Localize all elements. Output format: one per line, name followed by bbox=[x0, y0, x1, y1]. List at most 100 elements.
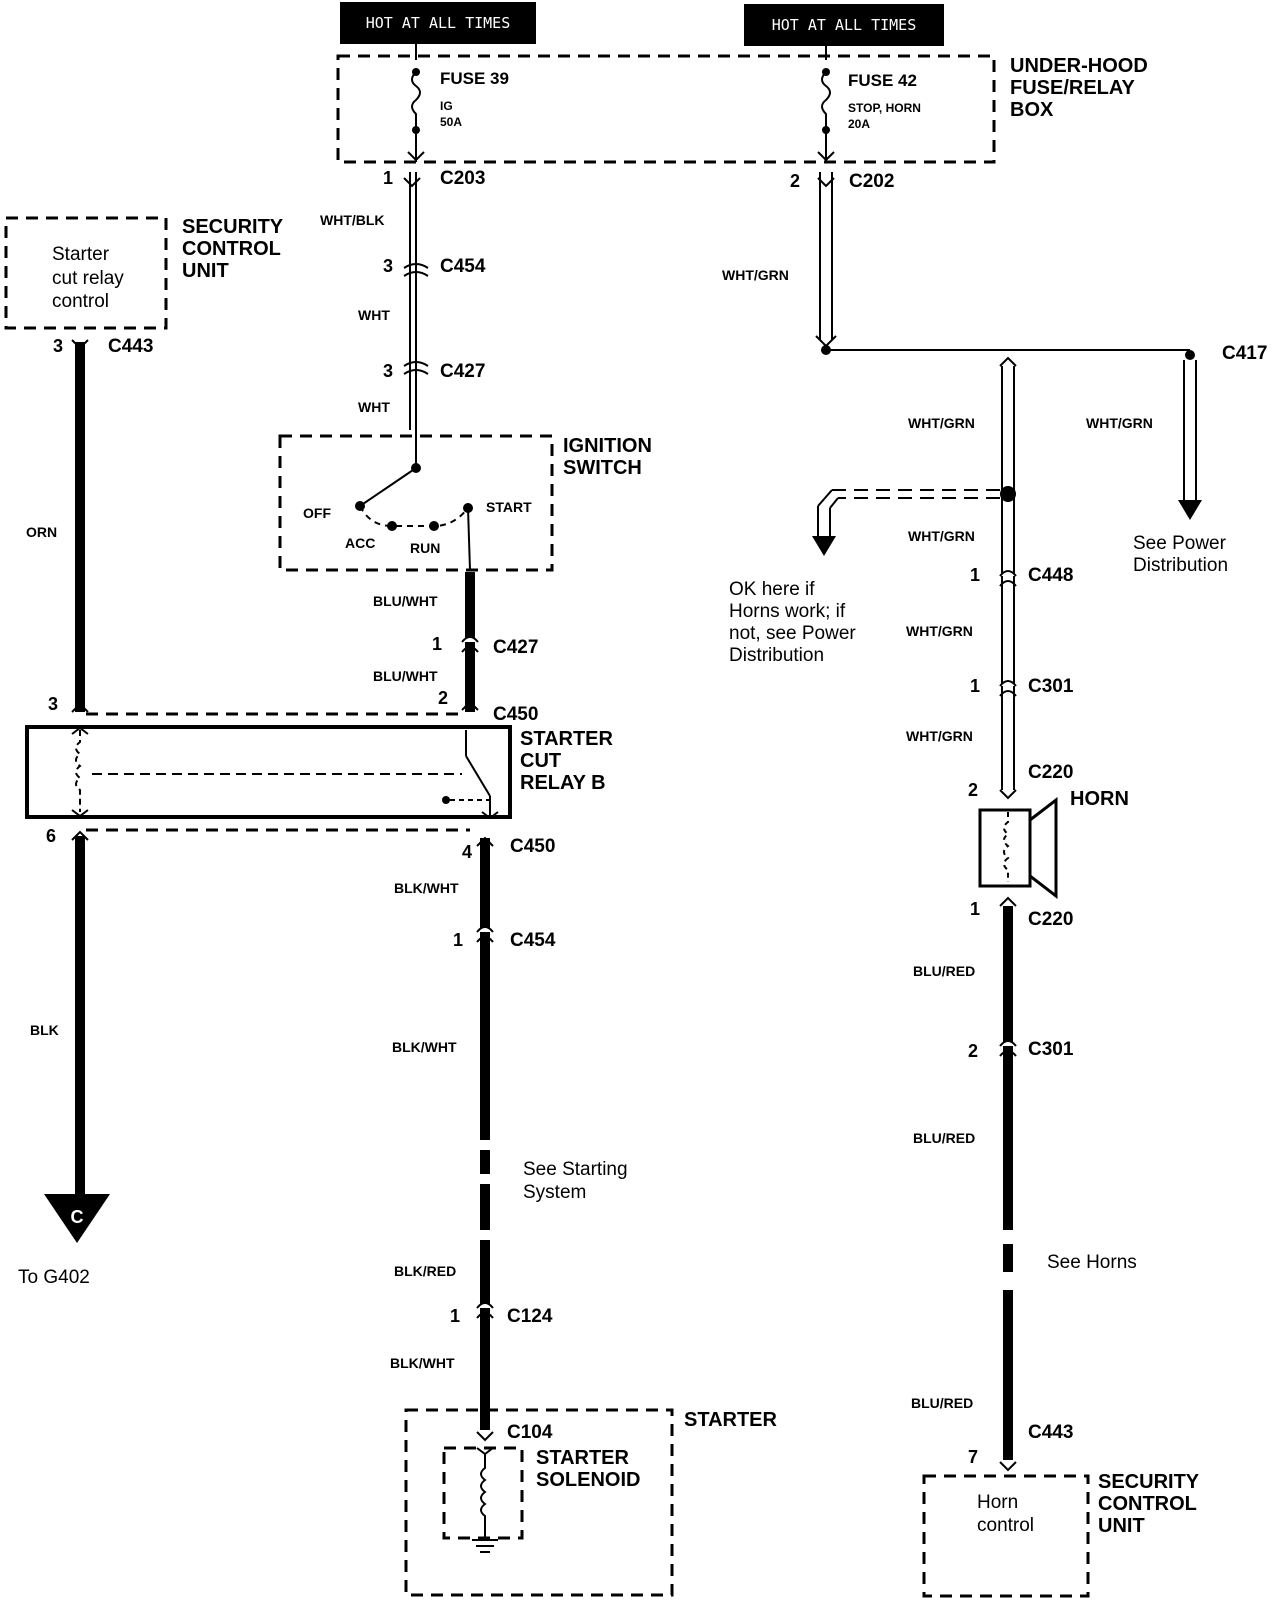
wire-label-wht-grn-4: WHT/GRN bbox=[908, 528, 975, 544]
ignition-switch-contacts bbox=[355, 436, 473, 571]
fuse39-rating: 50A bbox=[440, 115, 462, 129]
connector-c202: C202 bbox=[849, 171, 894, 192]
fuse-box-title-1: UNDER-HOOD bbox=[1010, 55, 1148, 77]
fuse-box-title-3: BOX bbox=[1010, 99, 1054, 121]
fuse-box-title-2: FUSE/RELAY bbox=[1010, 77, 1136, 99]
wire-label-wht-grn-2: WHT/GRN bbox=[908, 415, 975, 431]
security-unit-bottom-box bbox=[922, 1474, 1090, 1598]
pin-c203: 1 bbox=[383, 168, 393, 188]
ignition-title-1: IGNITION bbox=[563, 435, 652, 457]
connector-c301b: C301 bbox=[1028, 1039, 1074, 1060]
wire-label-wht-2: WHT bbox=[358, 399, 390, 415]
connector-c443b: C443 bbox=[1028, 1422, 1073, 1443]
pin-c448: 1 bbox=[970, 565, 980, 585]
relay-title-1: STARTER bbox=[520, 728, 614, 750]
ok-here-4: Distribution bbox=[729, 645, 824, 666]
wire-label-wht-grn-6: WHT/GRN bbox=[906, 728, 973, 744]
pin-c443a: 3 bbox=[53, 336, 63, 356]
wire-label-wht-grn-1: WHT/GRN bbox=[722, 267, 789, 283]
pin-c454a: 3 bbox=[383, 256, 393, 276]
wire-blu-wht bbox=[461, 572, 479, 712]
wire-label-wht-grn-3: WHT/GRN bbox=[1086, 415, 1153, 431]
see-horns: See Horns bbox=[1047, 1252, 1137, 1273]
security-bottom-inner-1: Horn bbox=[977, 1492, 1018, 1513]
wire-label-orn: ORN bbox=[26, 524, 57, 540]
security-top-inner-3: control bbox=[52, 291, 109, 312]
hot-label-left: HOT AT ALL TIMES bbox=[366, 14, 511, 32]
security-bottom-inner-2: control bbox=[977, 1515, 1034, 1536]
pin-c301b: 2 bbox=[968, 1041, 978, 1061]
wire-label-blu-red-3: BLU/RED bbox=[911, 1395, 973, 1411]
starter-solenoid-box bbox=[442, 1446, 524, 1540]
ignition-title-2: SWITCH bbox=[563, 457, 642, 479]
branch-power-distribution bbox=[1178, 350, 1202, 520]
security-bottom-title-3: UNIT bbox=[1098, 1515, 1145, 1537]
connector-c427b: C427 bbox=[493, 637, 538, 658]
wire-label-blu-wht-2: BLU/WHT bbox=[373, 668, 438, 684]
security-top-title-2: CONTROL bbox=[182, 238, 281, 260]
connector-c450a: C450 bbox=[493, 704, 538, 725]
ignition-pos-off: OFF bbox=[303, 505, 331, 521]
relay-title-2: CUT bbox=[520, 750, 561, 772]
connector-c417: C417 bbox=[1222, 343, 1267, 364]
ok-here-2: Horns work; if bbox=[729, 601, 846, 622]
pin-c427a: 3 bbox=[383, 361, 393, 381]
relay-switch bbox=[442, 730, 499, 820]
pin-c450-6: 6 bbox=[46, 826, 56, 846]
relay-coil bbox=[71, 726, 462, 818]
horn-title: HORN bbox=[1070, 788, 1129, 810]
fuse-42: FUSE 42 STOP, HORN 20A bbox=[817, 68, 921, 162]
pin-c124: 1 bbox=[450, 1306, 460, 1326]
wire-label-wht-grn-5: WHT/GRN bbox=[906, 623, 973, 639]
ignition-pos-run: RUN bbox=[410, 540, 440, 556]
pin-c450-2: 2 bbox=[438, 688, 448, 708]
wire-label-wht-blk: WHT/BLK bbox=[320, 212, 385, 228]
pin-c450-4: 4 bbox=[462, 842, 472, 862]
security-top-title-1: SECURITY bbox=[182, 216, 284, 238]
relay-title-3: RELAY B bbox=[520, 772, 606, 794]
pin-c202: 2 bbox=[790, 171, 800, 191]
see-power-right-2: Distribution bbox=[1133, 555, 1228, 576]
connector-c450b: C450 bbox=[510, 836, 555, 857]
connector-c443a: C443 bbox=[108, 336, 153, 357]
see-starting-2: System bbox=[523, 1182, 586, 1203]
to-g402: To G402 bbox=[18, 1267, 90, 1288]
hot-badge-left: HOT AT ALL TIMES bbox=[340, 2, 536, 44]
connector-c454a: C454 bbox=[440, 256, 486, 277]
fuse-relay-box bbox=[336, 54, 996, 164]
hot-label-right: HOT AT ALL TIMES bbox=[772, 16, 917, 34]
starter-title: STARTER bbox=[684, 1409, 778, 1431]
security-top-title-3: UNIT bbox=[182, 260, 229, 282]
connector-c427a: C427 bbox=[440, 361, 485, 382]
security-top-inner-1: Starter bbox=[52, 244, 110, 265]
connector-c454b: C454 bbox=[510, 930, 556, 951]
wire-label-blk-red: BLK/RED bbox=[394, 1263, 456, 1279]
wire-ignition-feed bbox=[403, 172, 429, 440]
pin-c450-3: 3 bbox=[48, 694, 58, 714]
connector-c220b: C220 bbox=[1028, 909, 1073, 930]
connector-c104: C104 bbox=[507, 1422, 553, 1443]
solenoid-title-2: SOLENOID bbox=[536, 1469, 640, 1491]
wire-blk bbox=[71, 830, 89, 1196]
fuse-box-title: UNDER-HOOD FUSE/RELAY BOX bbox=[1010, 55, 1148, 121]
wire-label-blu-red-2: BLU/RED bbox=[913, 1130, 975, 1146]
ground-arrow: C bbox=[44, 1194, 110, 1243]
fuse39-name: FUSE 39 bbox=[440, 69, 509, 88]
security-top-inner-2: cut relay bbox=[52, 268, 124, 289]
ignition-pos-start: START bbox=[486, 499, 532, 515]
fuse42-sub: STOP, HORN bbox=[848, 101, 921, 115]
wire-orn bbox=[71, 339, 89, 713]
pin-c220b: 1 bbox=[970, 899, 980, 919]
connector-c301a: C301 bbox=[1028, 676, 1074, 697]
connector-c220a: C220 bbox=[1028, 762, 1073, 783]
starter-solenoid-coil bbox=[472, 1447, 498, 1553]
wire-label-blu-red-1: BLU/RED bbox=[913, 963, 975, 979]
ignition-pos-acc: ACC bbox=[345, 535, 375, 551]
see-power-right-1: See Power bbox=[1133, 533, 1227, 554]
fuse39-sub: IG bbox=[440, 99, 453, 113]
ok-here-3: not, see Power bbox=[729, 623, 856, 644]
pin-c220a: 2 bbox=[968, 780, 978, 800]
starter-box bbox=[404, 1408, 674, 1597]
fuse42-name: FUSE 42 bbox=[848, 71, 917, 90]
